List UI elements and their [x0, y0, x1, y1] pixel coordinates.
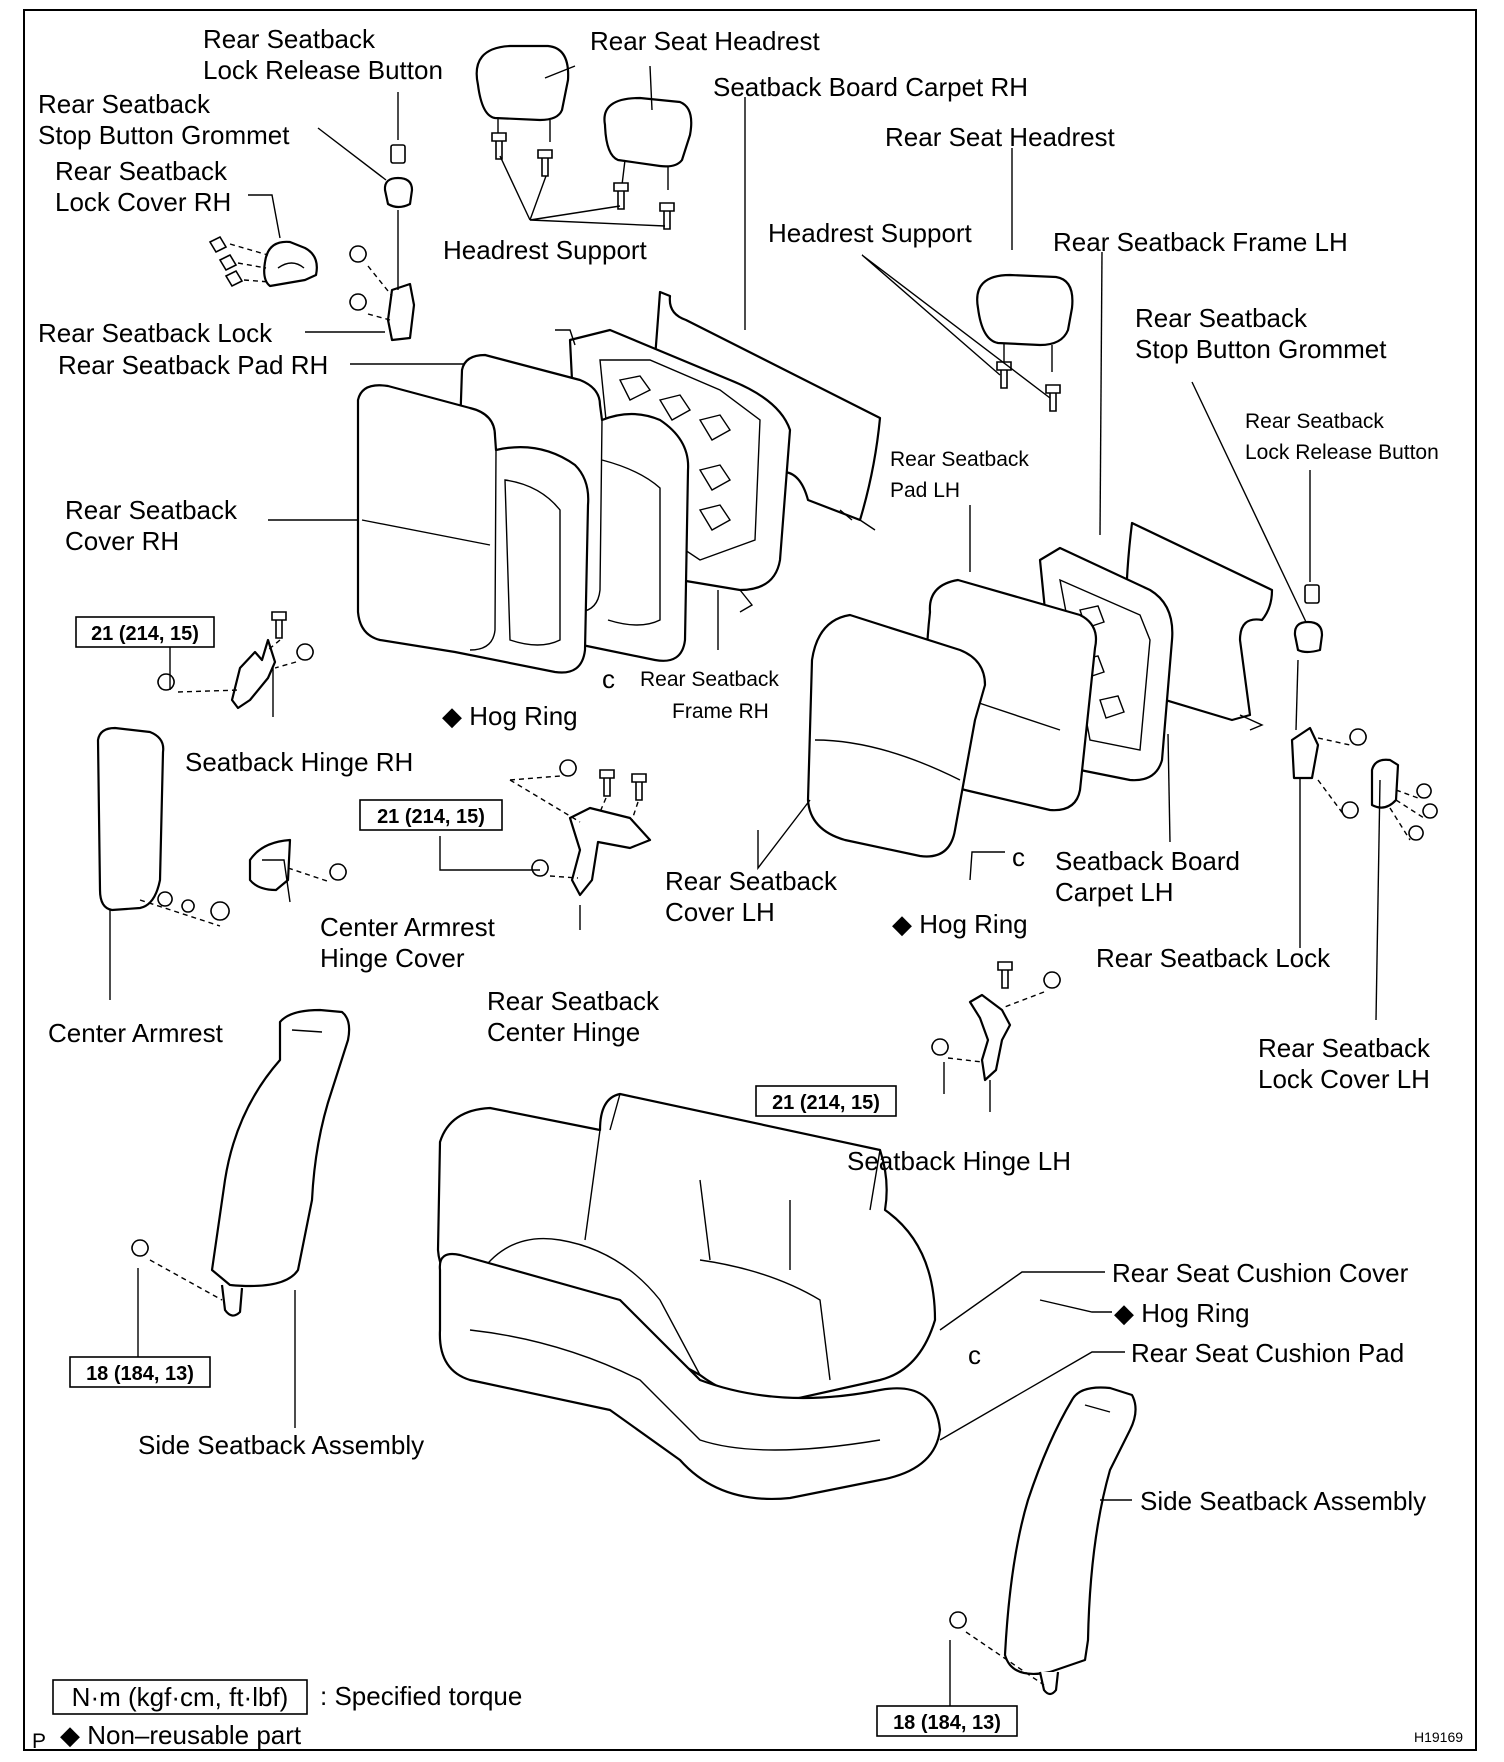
- corner-mark: P: [32, 1730, 46, 1753]
- label-center-armrest-hinge-cover-2: Hinge Cover: [320, 943, 465, 973]
- label-rear-seat-cushion-pad: Rear Seat Cushion Pad: [1131, 1338, 1404, 1368]
- side-seatback-assembly-left-part: [131, 1008, 351, 1317]
- label-seatback-frame-rh-1: Rear Seatback: [640, 668, 779, 691]
- label-lock-release-button-lh-1: Rear Seatback: [1245, 410, 1384, 433]
- label-seatback-pad-rh: Rear Seatback Pad RH: [58, 350, 328, 380]
- label-lock-cover-lh-2: Lock Cover LH: [1258, 1064, 1430, 1094]
- leader-lines: [109, 65, 1381, 1706]
- label-stop-button-grommet-lh-2: Stop Button Grommet: [1135, 334, 1387, 364]
- label-side-seatback-assembly-right: Side Seatback Assembly: [1140, 1486, 1426, 1516]
- label-rear-seat-headrest-top: Rear Seat Headrest: [590, 26, 821, 56]
- label-lock-cover-rh-1: Rear Seatback: [55, 156, 228, 186]
- torque-box-center-hinge: 21 (214, 15): [359, 799, 503, 831]
- torque-box-side-right: 18 (184, 13): [876, 1705, 1018, 1737]
- label-seatback-frame-rh-2: Frame RH: [672, 700, 769, 723]
- torque-value-side-left: 18 (184, 13): [86, 1363, 194, 1385]
- rear-seat-headrest-lh: [976, 273, 1074, 412]
- label-hog-ring-1: ◆ Hog Ring: [442, 701, 578, 731]
- hog-ring-glyph-2: c: [1012, 842, 1025, 872]
- torque-box-hinge-rh: 21 (214, 15): [75, 616, 215, 648]
- legend-torque-unit: N·m (kgf·cm, ft·lbf): [72, 1682, 289, 1712]
- torque-value-center-hinge: 21 (214, 15): [377, 806, 485, 828]
- label-stop-button-grommet-rh-1: Rear Seatback: [38, 89, 211, 119]
- label-seatback-pad-lh-2: Pad LH: [890, 479, 960, 502]
- hog-ring-glyph-3: c: [968, 1340, 981, 1370]
- torque-value-hinge-rh: 21 (214, 15): [91, 623, 199, 645]
- torque-value-hinge-lh: 21 (214, 15): [772, 1092, 880, 1114]
- seatback-lock-rh-part: [349, 240, 416, 342]
- label-side-seatback-assembly-left: Side Seatback Assembly: [138, 1430, 424, 1460]
- label-center-armrest: Center Armrest: [48, 1018, 224, 1048]
- label-stop-button-grommet-lh-1: Rear Seatback: [1135, 303, 1308, 333]
- label-seatback-center-hinge-2: Center Hinge: [487, 1017, 640, 1047]
- label-seatback-center-hinge-1: Rear Seatback: [487, 986, 660, 1016]
- rear-seat-headrest-rh: [475, 44, 570, 142]
- hog-ring-glyph-1: c: [602, 664, 615, 694]
- label-seatback-lock-rh: Rear Seatback Lock: [38, 318, 273, 348]
- label-stop-button-grommet-rh-2: Stop Button Grommet: [38, 120, 290, 150]
- label-lock-release-button-rh-1: Rear Seatback: [203, 24, 376, 54]
- figure-code: H19169: [1414, 1729, 1463, 1745]
- rear-seat-cushion-cover-part: [436, 1092, 937, 1402]
- label-seatback-cover-lh-2: Cover LH: [665, 897, 775, 927]
- label-seatback-board-carpet-lh-1: Seatback Board: [1055, 846, 1240, 876]
- label-center-armrest-hinge-cover-1: Center Armrest: [320, 912, 496, 942]
- label-seatback-board-carpet-lh-2: Carpet LH: [1055, 877, 1174, 907]
- label-hog-ring-2: ◆ Hog Ring: [892, 909, 1028, 939]
- label-seatback-hinge-lh: Seatback Hinge LH: [847, 1146, 1071, 1176]
- label-seatback-board-carpet-rh: Seatback Board Carpet RH: [713, 72, 1028, 102]
- diagram-frame: [23, 9, 1477, 1751]
- torque-box-side-left: 18 (184, 13): [69, 1356, 211, 1388]
- lock-release-button-rh-part: [383, 144, 414, 240]
- label-seatback-pad-lh-1: Rear Seatback: [890, 448, 1029, 471]
- label-lock-cover-lh-1: Rear Seatback: [1258, 1033, 1431, 1063]
- lock-release-button-lh-part: [1293, 584, 1324, 731]
- seatback-cover-rh-part: [356, 384, 590, 674]
- label-seatback-frame-lh: Rear Seatback Frame LH: [1053, 227, 1348, 257]
- lock-cover-rh-part: [208, 235, 318, 288]
- label-seatback-lock-lh: Rear Seatback Lock: [1096, 943, 1331, 973]
- label-seatback-cover-rh-2: Cover RH: [65, 526, 179, 556]
- side-seatback-assembly-right-part: [949, 1386, 1137, 1696]
- seatback-center-hinge-part: [509, 759, 652, 897]
- rear-seat-cushion-pad-part: [438, 1252, 942, 1500]
- seatback-cover-lh-part: [806, 613, 987, 858]
- torque-box-hinge-lh: 21 (214, 15): [755, 1085, 897, 1117]
- legend: N·m (kgf·cm, ft·lbf) : Specified torque …: [52, 1679, 522, 1750]
- center-armrest-part: [96, 726, 230, 927]
- torque-value-side-right: 18 (184, 13): [893, 1712, 1001, 1734]
- lock-cover-lh-part: [1370, 758, 1438, 841]
- seatback-lock-lh-part: [1290, 726, 1367, 819]
- label-lock-release-button-rh-2: Lock Release Button: [203, 55, 443, 85]
- legend-nonreusable: ◆ Non–reusable part: [60, 1720, 302, 1750]
- label-headrest-support-right: Headrest Support: [768, 218, 973, 248]
- label-seatback-cover-lh-1: Rear Seatback: [665, 866, 838, 896]
- rear-seat-headrest-center: [603, 96, 693, 190]
- label-seatback-hinge-rh: Seatback Hinge RH: [185, 747, 413, 777]
- label-lock-cover-rh-2: Lock Cover RH: [55, 187, 231, 217]
- label-lock-release-button-lh-2: Lock Release Button: [1245, 441, 1439, 464]
- label-seatback-cover-rh-1: Rear Seatback: [65, 495, 238, 525]
- headrest-supports-rh: [491, 132, 675, 230]
- seatback-hinge-lh-part: [931, 961, 1061, 1082]
- legend-torque-text: : Specified torque: [320, 1681, 522, 1711]
- label-headrest-support-left: Headrest Support: [443, 235, 648, 265]
- label-hog-ring-3: ◆ Hog Ring: [1114, 1298, 1250, 1328]
- center-armrest-hinge-cover-part: [248, 838, 347, 892]
- label-rear-seat-headrest-right: Rear Seat Headrest: [885, 122, 1116, 152]
- label-rear-seat-cushion-cover: Rear Seat Cushion Cover: [1112, 1258, 1409, 1288]
